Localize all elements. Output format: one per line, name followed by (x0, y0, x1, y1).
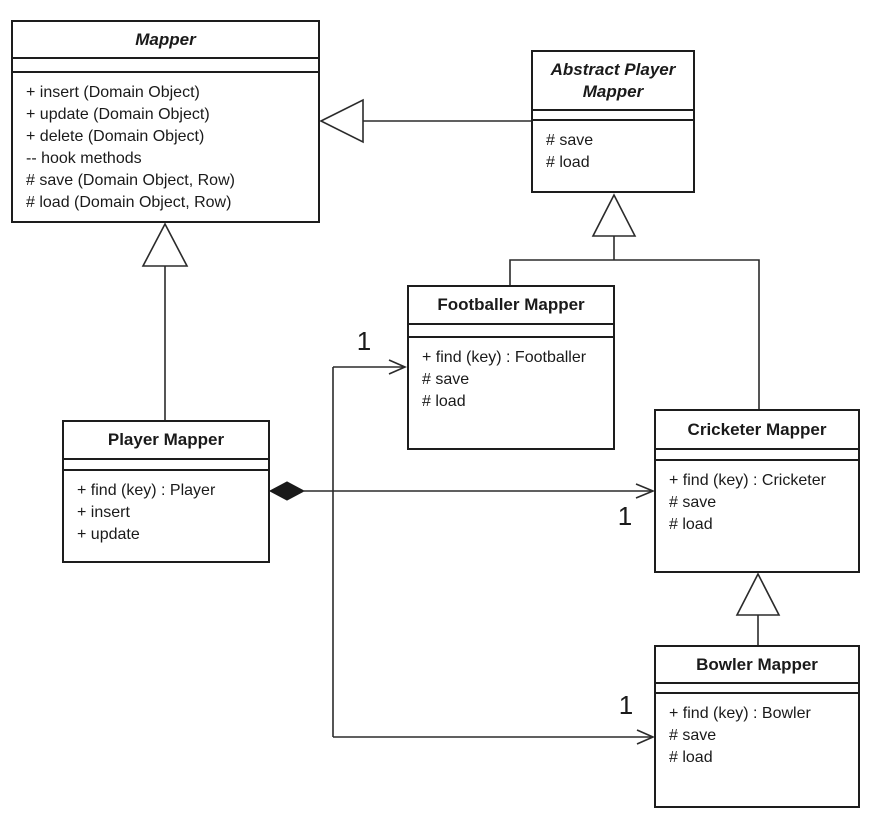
attributes-compartment (656, 450, 858, 461)
class-member: # load (669, 516, 713, 533)
class-cricketer-mapper: Cricketer Mapper + find (key) : Crickete… (654, 409, 860, 573)
attributes-compartment (533, 111, 693, 121)
class-title: Bowler Mapper (656, 647, 858, 684)
class-member: + find (key) : Player (77, 482, 216, 499)
class-member: # save (669, 494, 717, 511)
multiplicity-label-footballer: 1 (356, 326, 372, 356)
methods-compartment: # save # load (533, 121, 693, 174)
open-arrowhead-icon (388, 359, 407, 375)
class-member: # save (Domain Object, Row) (26, 172, 235, 189)
class-member: # save (546, 132, 594, 149)
class-member: + delete (Domain Object) (26, 128, 205, 145)
class-member: # load (422, 393, 466, 410)
class-member: + insert (77, 504, 130, 521)
inheritance-triangle-icon (591, 193, 637, 237)
class-footballer-mapper: Footballer Mapper + find (key) : Footbal… (407, 285, 615, 450)
class-member: + update (77, 526, 140, 543)
multiplicity-label-cricketer: 1 (617, 501, 633, 531)
multiplicity-label-bowler: 1 (618, 690, 634, 720)
class-member: + find (key) : Bowler (669, 705, 811, 722)
class-member: + find (key) : Footballer (422, 349, 587, 366)
class-title: Cricketer Mapper (656, 411, 858, 450)
attributes-compartment (13, 59, 318, 73)
class-abstract-player-mapper: Abstract Player Mapper # save # load (531, 50, 695, 193)
class-title: Player Mapper (64, 422, 268, 460)
composition-diamond-icon (268, 481, 306, 501)
attributes-compartment (409, 325, 613, 338)
open-arrowhead-icon (635, 483, 656, 499)
class-player-mapper: Player Mapper + find (key) : Player + in… (62, 420, 270, 563)
class-bowler-mapper: Bowler Mapper + find (key) : Bowler # sa… (654, 645, 860, 808)
class-title: Footballer Mapper (409, 287, 613, 325)
class-member: + find (key) : Cricketer (669, 472, 826, 489)
attributes-compartment (656, 684, 858, 694)
class-member: + insert (Domain Object) (26, 84, 200, 101)
class-member: # save (669, 727, 717, 744)
class-title: Mapper (13, 22, 318, 59)
open-arrowhead-icon (636, 729, 655, 745)
class-member: + update (Domain Object) (26, 106, 210, 123)
class-member: # load (Domain Object, Row) (26, 194, 232, 211)
class-member: # load (669, 749, 713, 766)
class-member: # load (546, 154, 590, 171)
inheritance-triangle-icon (735, 572, 781, 616)
generalization-footballer-cricketer-rail (509, 259, 760, 409)
inheritance-triangle-icon (319, 98, 364, 144)
methods-compartment: + find (key) : Footballer # save # load (409, 338, 613, 413)
methods-compartment: + find (key) : Cricketer # save # load (656, 461, 858, 536)
class-member: -- hook methods (26, 150, 142, 167)
methods-compartment: + find (key) : Bowler # save # load (656, 694, 858, 769)
class-member: # save (422, 371, 470, 388)
class-mapper: Mapper + insert (Domain Object) + update… (11, 20, 320, 223)
inheritance-triangle-icon (141, 222, 189, 267)
methods-compartment: + find (key) : Player + insert + update (64, 471, 268, 546)
class-title: Abstract Player Mapper (533, 52, 693, 111)
methods-compartment: + insert (Domain Object) + update (Domai… (13, 73, 318, 214)
attributes-compartment (64, 460, 268, 471)
